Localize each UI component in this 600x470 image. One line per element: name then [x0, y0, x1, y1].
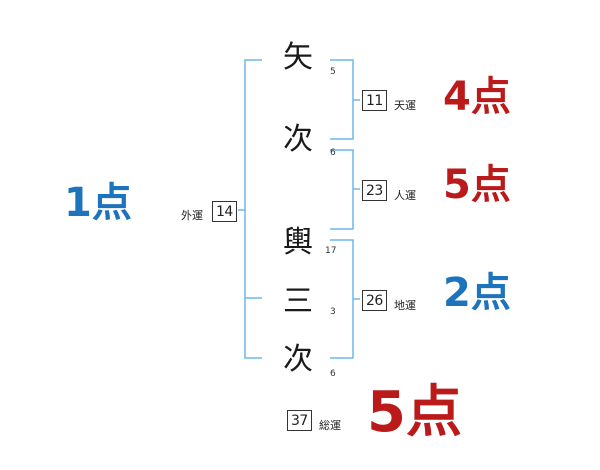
stroke-count-5: 6: [330, 369, 336, 379]
souun-label: 総運: [319, 419, 341, 432]
stroke-count-4: 3: [330, 307, 336, 317]
name-char-2: 次: [283, 122, 313, 157]
gaiun-score: 1点: [64, 180, 132, 226]
stroke-count-3: 17: [325, 246, 337, 256]
tenun-value-box: 11: [362, 90, 387, 111]
name-char-3: 輿: [283, 225, 313, 260]
gaiun-label: 外運: [181, 209, 203, 222]
stroke-count-1: 5: [330, 67, 336, 77]
souun-score: 5点: [367, 380, 462, 445]
outer-bracket: [244, 59, 262, 359]
gaiun-value-box: 14: [212, 201, 237, 222]
chiun-value-box: 26: [362, 290, 387, 311]
name-char-5: 次: [283, 342, 313, 377]
chiun-bracket: [330, 239, 354, 359]
jinun-bracket: [330, 149, 354, 230]
souun-value-box: 37: [287, 410, 312, 431]
stroke-count-2: 6: [330, 148, 336, 158]
tenun-score: 4点: [443, 74, 511, 120]
chiun-score: 2点: [443, 270, 511, 316]
name-char-1: 矢: [283, 40, 313, 75]
jinun-score: 5点: [443, 162, 511, 208]
jinun-label: 人運: [394, 189, 416, 202]
jinun-value-box: 23: [362, 180, 387, 201]
name-char-4: 三: [283, 284, 313, 319]
chiun-label: 地運: [394, 299, 416, 312]
tenun-label: 天運: [394, 99, 416, 112]
